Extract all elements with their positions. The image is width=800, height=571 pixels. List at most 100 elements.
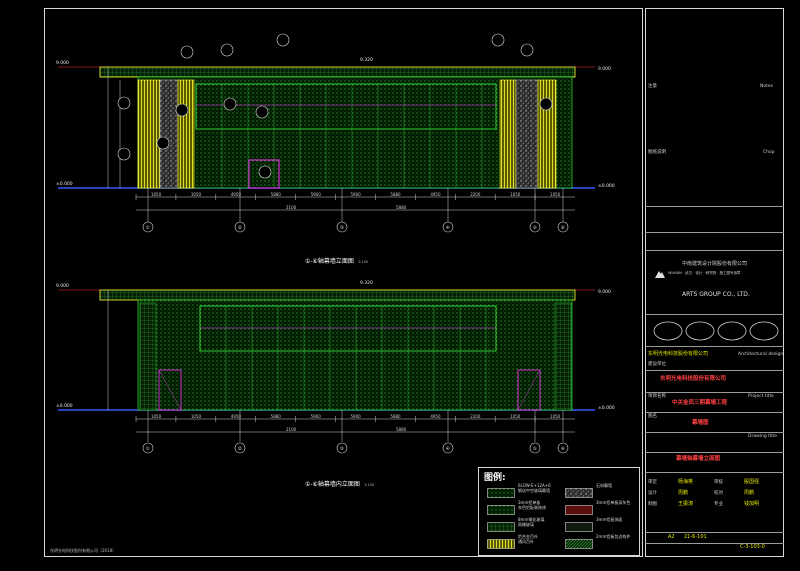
grid-label: ⑥: [561, 446, 565, 452]
dim-segment: 1050: [151, 414, 162, 419]
drawing-sheet-frame: [44, 8, 643, 557]
dim-overall-segment: 5880: [396, 427, 407, 432]
dim-segment: 5880: [390, 414, 401, 419]
grid-label: ⑤: [533, 225, 537, 231]
legend-label: 3mm铝板饰面: [596, 517, 623, 522]
dim-overall-segment: 2100: [286, 205, 297, 210]
legend-swatch: [487, 483, 515, 498]
tb-project-label-en: Project title: [748, 394, 774, 399]
dim-segment: 1050: [191, 414, 202, 419]
sign-field: 设计: [648, 491, 657, 496]
elev1-bottom-level: ±0.000: [56, 181, 73, 187]
elevation-2-title-text: ①-⑥轴幕墙内立面图: [305, 481, 360, 488]
elev1-bottom-level-right: ±0.000: [598, 183, 615, 189]
tb-scale: A2: [668, 534, 675, 540]
legend-box: [478, 467, 640, 556]
company-name-cn: 中南建筑设计院股份有限公司: [682, 261, 748, 267]
legend-swatch: [565, 500, 593, 515]
tb-client-value: 东明光电科技股份有限公司: [648, 351, 709, 357]
dim-segment: 5900: [351, 192, 362, 197]
tb-chop-label-en: Chop: [763, 150, 775, 155]
tb-chop-label: 图纸说明: [648, 150, 666, 155]
tb-client-label: 建设单位: [648, 362, 666, 367]
tb-notes-label-en: Notes: [760, 84, 773, 89]
legend-swatch: [565, 483, 593, 498]
grid-label: ④: [446, 446, 450, 452]
legend-label: 3mm铝单板 灰色铝板装饰线: [518, 500, 546, 510]
legend-label: 3mm铝单板深灰色: [596, 500, 631, 505]
grid-bubble: [529, 442, 541, 454]
grid-bubble: [557, 221, 569, 233]
dim-segment: 1050: [550, 414, 561, 419]
grid-label: ⑤: [533, 446, 537, 452]
dim-segment: 5880: [271, 414, 282, 419]
elev2-bottom-level: ±0.000: [56, 403, 73, 409]
company-logo-icon: [655, 263, 665, 278]
dim-overall-segment: 5880: [396, 205, 407, 210]
grid-label: ⑥: [561, 225, 565, 231]
grid-bubble: [142, 442, 154, 454]
grid-label: ①: [146, 446, 150, 452]
sign-field: 杨海英: [678, 479, 694, 485]
grid-label: ①: [146, 225, 150, 231]
grid-label: ②: [238, 225, 242, 231]
grid-bubble: [557, 442, 569, 454]
dim-segment: 2200: [470, 192, 481, 197]
tb-architect-label: Architectural design: [738, 352, 784, 357]
grid-label: ③: [340, 225, 344, 231]
elevation-1-scale: 1:100: [357, 260, 369, 264]
sheet-footnote: 东明光电科技股份有限公司（2018）: [50, 548, 117, 553]
sign-field: 制图: [648, 502, 657, 507]
elev2-top-level-right: 9.000: [598, 289, 611, 295]
dim-segment: 1050: [151, 192, 162, 197]
company-name-en: ARTS GROUP CO., LTD.: [682, 291, 750, 298]
elevation-1: 9.000 ±0.000 9.320 9.000 ±0.000 1050 1050…: [56, 33, 615, 233]
dim-segment: 5900: [351, 414, 362, 419]
dim-segment: 5880: [271, 192, 282, 197]
legend-swatch: [487, 500, 515, 515]
sign-field: 周鹏: [678, 490, 689, 496]
elev2-overall-dim: 9.320: [360, 280, 373, 286]
sign-field: 校对: [714, 491, 723, 496]
dim-segment: 1050: [550, 192, 561, 197]
legend-label: 石材幕墙: [596, 483, 612, 488]
dim-segment: 4950: [430, 192, 441, 197]
elev1-top-level: 9.000: [56, 60, 69, 66]
grid-bubble: [234, 221, 246, 233]
legend-swatch: [565, 517, 593, 532]
dim-segment: 1050: [510, 414, 521, 419]
tb-notes-label: 注意: [648, 84, 657, 89]
section-markers: [117, 33, 553, 179]
elev2-top-level: 9.000: [56, 283, 69, 289]
certification-seals: [652, 320, 780, 342]
legend-label: 6LOW-E+12A+6 钢化中空玻璃幕墙: [518, 483, 551, 493]
tb-project-value: 东明光电科技股份有限公司: [660, 376, 727, 382]
elev1-top-level-right: 9.000: [598, 66, 611, 72]
tb-drawing-title-en: Drawing title: [748, 434, 777, 439]
elevation-2-scale: 1:100: [363, 483, 375, 487]
elev1-overall-dim: 9.320: [360, 57, 373, 63]
legend-swatch: [487, 517, 515, 532]
dim-segment: 5880: [390, 192, 401, 197]
grid-bubble: [142, 221, 154, 233]
tb-drawing-value: 幕墙图: [692, 420, 709, 426]
grid-bubble: [442, 221, 454, 233]
grid-bubble: [234, 442, 246, 454]
grid-bubble: [336, 442, 348, 454]
sign-field: 审核: [714, 480, 723, 485]
tb-date: 21-6-101: [684, 534, 707, 540]
dim-segment: 1050: [510, 192, 521, 197]
tb-sheet-name: 幕墙轴幕墙立面图: [676, 456, 721, 462]
legend-label: 2mm铝板包边构件: [596, 534, 631, 539]
grid-bubble: [529, 221, 541, 233]
grid-bubble: [336, 221, 348, 233]
sign-field: 专业: [714, 502, 723, 507]
dim-segment: 4950: [430, 414, 441, 419]
tb-drawing-no: C-3-103-0: [740, 544, 765, 550]
dim-segment: 2200: [470, 414, 481, 419]
dim-overall-segment: 2100: [286, 427, 297, 432]
grid-label: ②: [238, 446, 242, 452]
